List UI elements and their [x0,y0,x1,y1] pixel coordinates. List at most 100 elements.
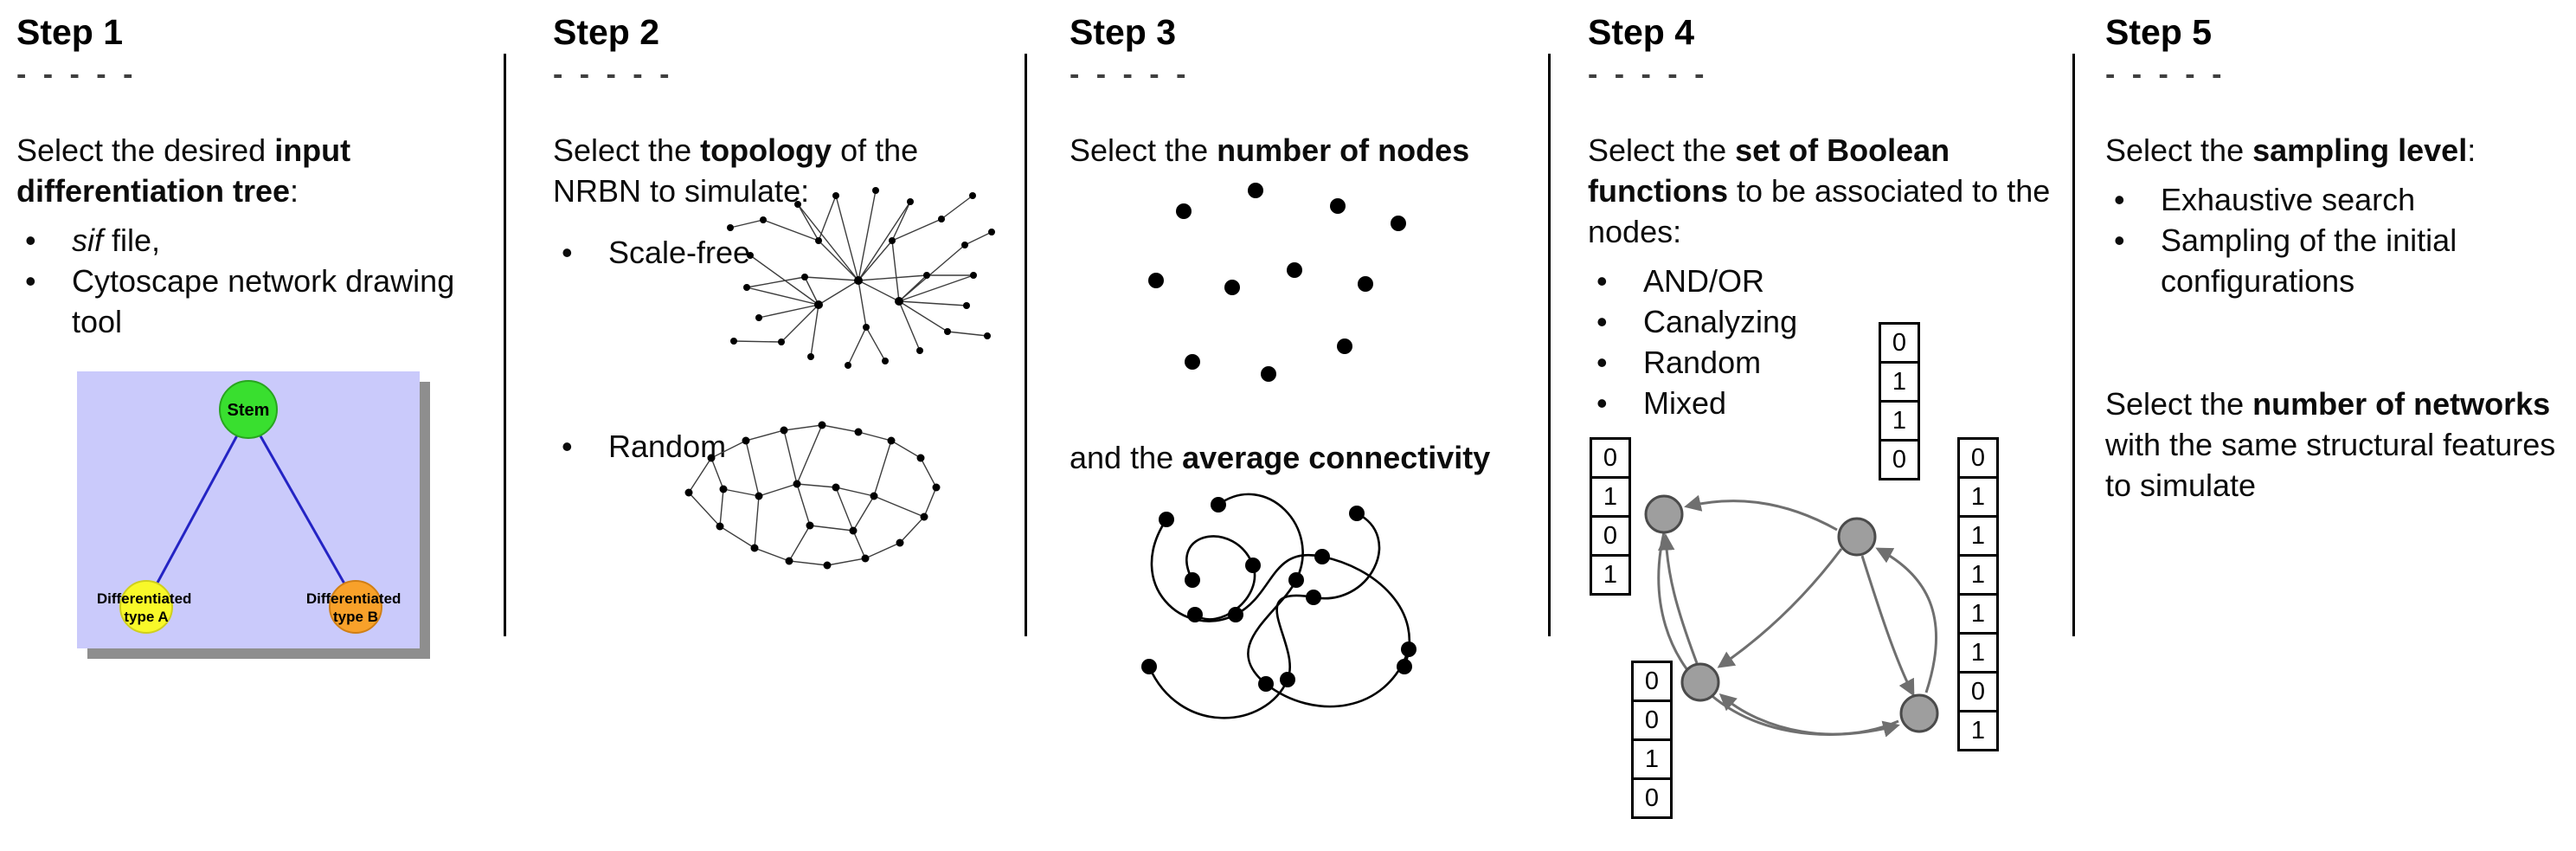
type-a-node-label: Differentiated type A [97,590,196,625]
boolean-network-image [1644,494,1939,738]
step-3-intro: Select the number of nodes [1070,130,1541,171]
step-title-dashes: - - - - - [2105,58,2226,91]
paragraph-bold-text: number of networks [2252,386,2551,422]
step-title-dashes: - - - - - [16,58,138,91]
truth-table-right: 0 1 1 1 1 1 0 1 [1957,437,1999,751]
network-edges [729,190,992,366]
intro-bold-text: topology [700,132,832,168]
random-network-image [684,421,941,570]
step-1-bullets: • sif file, • Cytoscape network drawing … [16,220,501,342]
tangle-nodes [1141,497,1416,692]
type-b-node-label: Differentiated type B [306,590,405,625]
truth-table-cell: 1 [1879,361,1920,403]
differentiated-type-a-node [119,580,173,634]
stem-node-label: Stem [228,401,270,420]
step-5-bullets: • Exhaustive search • Sampling of the in… [2105,179,2564,301]
column-divider [1548,54,1551,636]
list-item: • Canalyzing [1588,301,2064,342]
step-title-dashes: - - - - - [553,58,674,91]
truth-table-bottom-left: 0 0 1 0 [1631,661,1673,819]
network-nodes [1644,494,1939,733]
bullet-text: Canalyzing [1643,304,1798,339]
intro-text: Select the desired [16,132,275,168]
step-title-dashes: - - - - - [1070,58,1191,91]
stem-node [219,380,278,439]
intro-text: of the NRBN to simulate: [553,132,919,209]
step-4-intro: Select the set of Boolean functions to b… [1588,130,2064,252]
intro-text: Select the [553,132,701,168]
bullet-text: Cytoscape network drawing tool [72,263,455,339]
step-3-connectivity-text: and the average connectivity [1070,437,1490,478]
list-item: • Cytoscape network drawing tool [16,261,501,342]
bullet-text: sif file, [72,220,501,261]
list-item: • Mixed [1588,383,2064,423]
bullet-marker: • [1596,263,1608,299]
step-5-networks-text: Select the number of networks with the s… [2105,384,2560,506]
bullet-marker: • [1596,304,1608,339]
network-node [1899,693,1939,733]
list-item: • sif file, [16,220,501,261]
list-item: • Sampling of the initial configurations [2105,220,2564,301]
bullet-marker: • [25,222,36,258]
step-1-intro: Select the desired input differentiation… [16,130,501,211]
bullet-marker: • [2114,182,2125,217]
intro-bold-text: input differentiation tree [16,132,351,209]
step-2-intro: Select the topology of the NRBN to simul… [553,130,1007,211]
truth-table-cell: 1 [1631,738,1673,780]
differentiation-tree-image: Stem Differentiated type A Differentiate… [77,371,430,659]
column-divider [1025,54,1027,636]
bullet-marker: • [1596,385,1608,421]
truth-table-cell: 1 [1590,476,1631,518]
step-title: Step 1 [16,12,124,52]
intro-bold-text: number of nodes [1217,132,1470,168]
truth-table-left: 0 1 0 1 [1590,437,1631,596]
truth-table-cell: 1 [1957,476,1999,518]
truth-table-cell: 1 [1957,593,1999,635]
step-3-column: Step 3 - - - - - Select the number of no… [1070,12,1541,719]
bullet-text: Random [1643,345,1762,380]
network-node [1680,662,1720,702]
step-2-bullets: • Scale-free [553,232,1007,273]
tangle-edges [1147,493,1410,719]
truth-table-cell: 1 [1957,554,1999,596]
list-item: • Random [1588,342,2064,383]
step-4-bullets: • AND/OR • Canalyzing • Random • Mixed [1588,261,2064,423]
intro-text: : [2467,132,2476,168]
truth-table-cell: 1 [1957,710,1999,751]
list-item: • Random [553,426,916,467]
truth-table-cell: 1 [1957,632,1999,674]
bullet-marker: • [562,235,573,270]
truth-table-cell: 0 [1631,699,1673,741]
truth-table-cell: 0 [1879,439,1920,480]
bullet-italic-text: sif [72,222,103,258]
intro-text: and the [1070,440,1183,475]
bullet-text: Exhaustive search [2161,182,2416,217]
scatter-dots [1148,183,1406,382]
truth-table-cell: 0 [1957,671,1999,712]
intro-bold-text: sampling level [2252,132,2468,168]
network-nodes [684,421,941,570]
truth-table-cell: 0 [1879,322,1920,364]
intro-bold-text: average connectivity [1182,440,1491,475]
paragraph-text: Select the [2105,386,2253,422]
intro-text: Select the [2105,132,2253,168]
intro-text: Select the [1070,132,1217,168]
column-divider [504,54,506,636]
list-item: • Exhaustive search [2105,179,2564,220]
truth-table-cell: 1 [1957,515,1999,557]
truth-table-cell: 1 [1879,400,1920,442]
paragraph-text: with the same structural features to sim… [2105,427,2556,503]
bullet-text: Mixed [1643,385,1727,421]
step-title-dashes: - - - - - [1588,58,1709,91]
truth-table-top: 0 1 1 0 [1879,322,1920,480]
step-title: Step 4 [1588,12,1695,52]
intro-text: Select the [1588,132,1736,168]
list-item: • Scale-free [553,232,1007,273]
step-title: Step 3 [1070,12,1177,52]
scale-free-network-image [727,187,995,369]
differentiated-type-b-node [329,580,382,634]
boolean-network-figure: 0 1 1 0 0 1 0 1 0 0 1 0 0 1 1 1 1 1 0 1 [1588,322,2068,850]
truth-table-cell: 0 [1957,437,1999,479]
network-arrows [1657,494,1938,738]
